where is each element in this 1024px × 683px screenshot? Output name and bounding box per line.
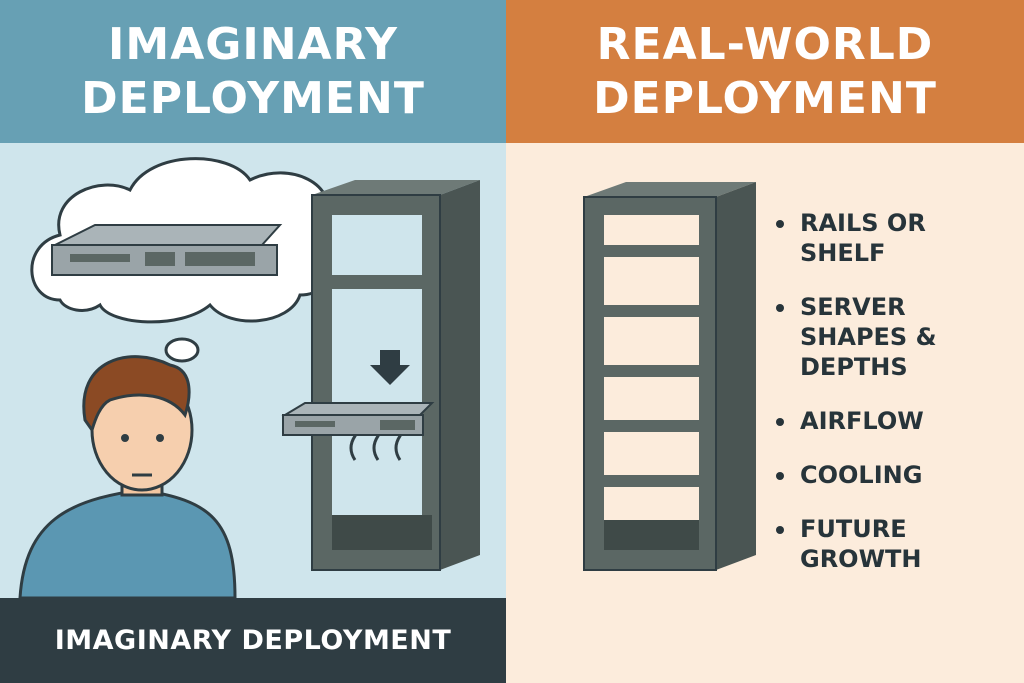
rack-illustration xyxy=(281,180,480,571)
real-world-panel: REAL-WORLD DEPLOYMENT RAILS OR SHELF SER… xyxy=(506,0,1024,683)
real-world-header: REAL-WORLD DEPLOYMENT xyxy=(506,0,1024,143)
list-item: RAILS OR SHELF xyxy=(772,208,937,268)
real-world-title-line2: DEPLOYMENT xyxy=(593,72,937,124)
list-item: FUTURE GROWTH xyxy=(772,514,937,574)
list-item: COOLING xyxy=(772,460,937,490)
imaginary-panel: IMAGINARY DEPLOYMENT xyxy=(0,0,506,683)
list-item-text: SERVER SHAPES & DEPTHS xyxy=(800,293,937,381)
list-item-text: AIRFLOW xyxy=(800,407,924,435)
empty-rack-illustration xyxy=(583,182,756,571)
real-world-title-line1: REAL-WORLD xyxy=(596,18,934,70)
imaginary-title-line1: IMAGINARY xyxy=(108,18,398,70)
list-item: SERVER SHAPES & DEPTHS xyxy=(772,292,937,382)
list-item-text: COOLING xyxy=(800,461,923,489)
requirements-list: RAILS OR SHELF SERVER SHAPES & DEPTHS AI… xyxy=(772,208,937,598)
person-illustration xyxy=(18,355,237,600)
imaginary-header: IMAGINARY DEPLOYMENT xyxy=(0,0,506,143)
thought-cloud-illustration xyxy=(18,157,480,600)
list-item: AIRFLOW xyxy=(772,406,937,436)
list-item-text: FUTURE GROWTH xyxy=(800,515,922,573)
server-in-cloud-icon xyxy=(51,224,283,276)
imaginary-footer: IMAGINARY DEPLOYMENT xyxy=(0,598,506,683)
list-item-text: RAILS OR SHELF xyxy=(800,209,926,267)
imaginary-title-line2: DEPLOYMENT xyxy=(81,72,425,124)
